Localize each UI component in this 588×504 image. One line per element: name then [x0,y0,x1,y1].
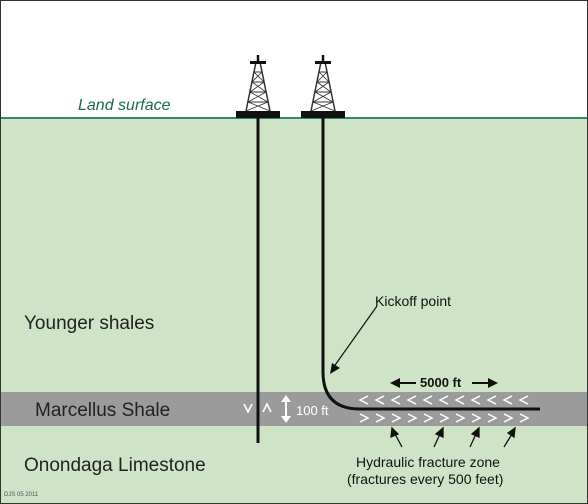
fracture-zone-label: Hydraulic fracture zone [356,454,500,470]
layer-thickness-label: 100 ft [296,403,329,418]
derrick-icon [301,55,345,118]
credit-label: DJS 05 2011 [4,492,39,498]
kickoff-arrow [330,305,378,374]
sky-area [0,0,588,118]
fracture-zone-arrows [390,426,516,448]
thickness-arrow [281,395,291,423]
ground-area [0,118,588,504]
marcellus-shale-label: Marcellus Shale [35,400,171,421]
horizontal-well [321,118,540,411]
derrick-icon [236,55,280,118]
onondaga-limestone-label: Onondaga Limestone [24,455,206,476]
younger-shales-label: Younger shales [24,313,155,334]
fracture-marks-upper [358,395,529,405]
fracture-marks-lower [359,413,530,423]
lateral-length-arrow [390,378,498,388]
lateral-length-label: 5000 ft [420,375,462,390]
land-surface-label: Land surface [78,97,171,114]
fracture-marks-small [243,402,272,414]
kickoff-point-label: Kickoff point [375,293,452,309]
fracture-spacing-label: (fractures every 500 feet) [347,471,504,487]
